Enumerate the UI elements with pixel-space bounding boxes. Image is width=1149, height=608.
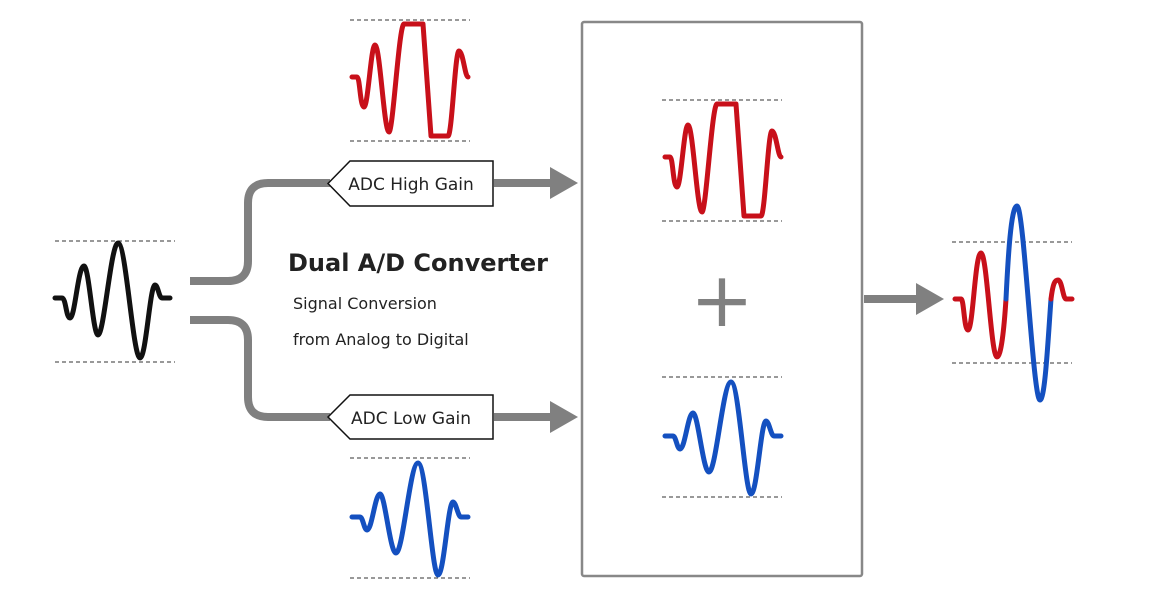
adc-low-gain-label: ADC Low Gain [351,409,471,429]
adc-high-gain-tag-shape [326,160,494,207]
box-low-gain-signal-group [662,376,782,498]
connectors [190,167,944,433]
input-signal-group [55,240,175,363]
subtitle-line-2: from Analog to Digital [293,330,469,349]
output-waveform-blue-segment [1003,203,1054,403]
combination-box [580,20,864,578]
output-waveform-red-segment-right [1048,277,1075,302]
high-gain-branch-line [190,179,330,285]
adc-high-gain-tag: ADC High Gain [326,160,494,207]
output-signal-group [952,203,1075,403]
output-waveform-red-segment-left [952,250,1009,360]
adc-low-gain-tag: ADC Low Gain [326,394,494,440]
low-gain-arrow-head-icon [550,401,578,433]
plus-icon: + [690,255,754,344]
adc-high-gain-label: ADC High Gain [348,175,474,195]
output-arrow-head-icon [916,283,944,315]
high-gain-waveform [352,24,468,136]
low-gain-signal-group [350,457,470,579]
low-gain-waveform [352,463,468,575]
analog-input-waveform [55,243,170,358]
diagram-title: Dual A/D Converter [288,249,548,277]
high-gain-arrow-head-icon [550,167,578,199]
subtitle-line-1: Signal Conversion [293,294,437,313]
adc-low-gain-tag-shape [326,394,494,440]
low-gain-branch-line [190,316,330,421]
box-high-gain-signal-group [662,99,782,222]
high-gain-signal-group [350,19,470,142]
